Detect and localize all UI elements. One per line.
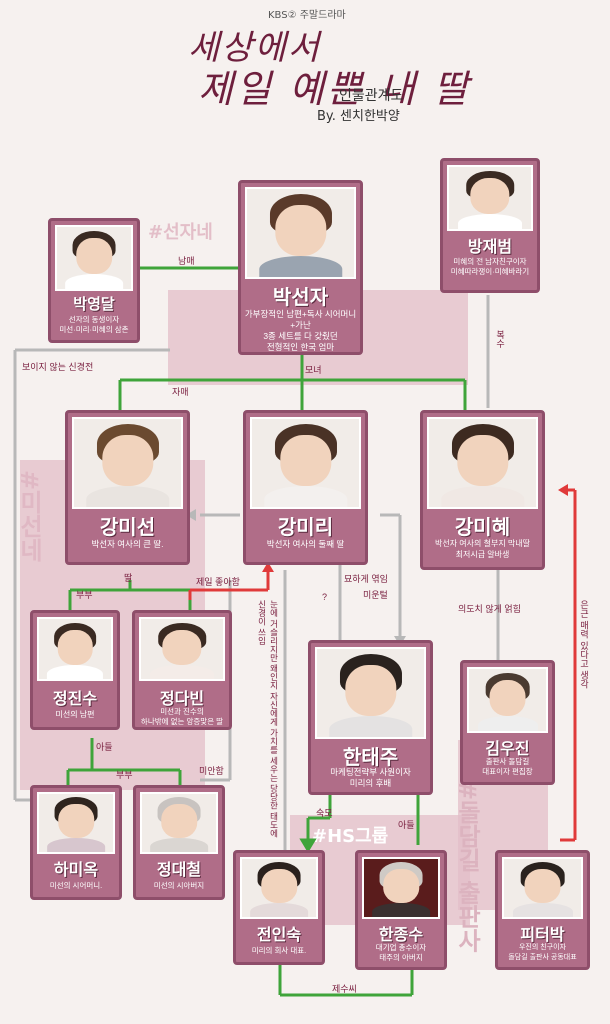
name-peter-park: 피터박: [520, 925, 565, 944]
card-jeong-dabin[interactable]: 정다빈 미선과 진수의 하나밖에 없는 앙증맞은 딸: [132, 610, 232, 730]
group-tag-hs: #HS그룹: [312, 826, 389, 847]
photo-jeong-dabin: [139, 617, 225, 681]
group-tag-seonja: #선자네: [148, 222, 213, 243]
photo-ha-mirok: [37, 792, 115, 854]
arrow-likes-uncle: [262, 562, 274, 572]
subtitle: 인물관계도: [339, 88, 404, 104]
label-mother-daughters: 모녀: [305, 365, 322, 375]
photo-jeong-daecheol: [140, 792, 218, 854]
label-likes-uncle: 제일 좋아함: [196, 577, 240, 587]
photo-park-yeongdal: [55, 225, 133, 291]
desc-kang-mihye: 박선자 여사의 철부지 막내딸 최저시급 알바생: [435, 539, 530, 559]
photo-kim-ujin: [467, 667, 548, 733]
card-ha-mirok[interactable]: 하미옥 미선의 시어머니.: [30, 785, 122, 900]
label-thinks-charm: 은근 매력 있다고 생각: [579, 600, 589, 689]
label-dislike: 미운털: [363, 590, 388, 600]
photo-park-seonja: [245, 187, 356, 279]
label-strangely: 묘하게 엮임: [344, 574, 388, 584]
name-jeong-dabin: 정다빈: [159, 689, 205, 708]
card-jeong-daecheol[interactable]: 정대철 미선의 시아버지: [133, 785, 225, 900]
label-question: ?: [322, 592, 328, 602]
name-kang-mihye: 강미혜: [454, 515, 511, 539]
desc-kang-miri: 박선자 여사의 둘째 딸: [266, 539, 345, 549]
photo-kang-miseon: [72, 417, 183, 509]
photo-kang-mihye: [427, 417, 538, 509]
label-aunt: 숙모: [316, 808, 333, 818]
name-park-seonja: 박선자: [272, 285, 329, 309]
label-siblings: 남매: [178, 256, 195, 266]
group-tag-miseon: #미선네: [15, 470, 43, 563]
label-jesu: 제수씨: [332, 984, 357, 994]
photo-bang-jaebeom: [447, 165, 533, 231]
group-tag-dolldamgil: #돌담길 출판사: [453, 780, 481, 953]
label-son: 아들: [96, 742, 113, 752]
label-son2: 아들: [398, 820, 415, 830]
card-peter-park[interactable]: 피터박 우진의 친구이자 돌담길 출판사 공동대표: [495, 850, 590, 970]
card-park-seonja[interactable]: 박선자 가부장적인 남편+독사 시어머니+가난 3종 세트를 다 갖췄던 전형적…: [238, 180, 363, 355]
label-revenge: 복수: [495, 330, 505, 348]
desc-ha-mirok: 미선의 시어머니.: [49, 881, 103, 890]
card-bang-jaebeom[interactable]: 방재범 미혜의 전 남자친구이자 미혜따라쟁이·미혜바라기: [440, 158, 540, 293]
card-park-yeongdal[interactable]: 박영달 선자의 동생이자 미선·미리·미혜의 삼촌: [48, 218, 140, 343]
card-kang-miri[interactable]: 강미리 박선자 여사의 둘째 딸: [243, 410, 368, 565]
desc-kang-miseon: 박선자 여사의 큰 딸.: [91, 539, 164, 549]
label-unseen: 보이지 않는 신경전: [22, 362, 94, 372]
desc-park-yeongdal: 선자의 동생이자 미선·미리·미혜의 삼촌: [59, 315, 129, 334]
label-couple-miseon: 부부: [76, 590, 93, 600]
name-bang-jaebeom: 방재범: [467, 237, 513, 256]
arrow-aunt: [299, 838, 317, 853]
name-han-jongsu: 한종수: [378, 925, 424, 944]
label-sisters: 자매: [172, 387, 189, 397]
desc-bang-jaebeom: 미혜의 전 남자친구이자 미혜따라쟁이·미혜바라기: [450, 257, 530, 276]
header: KBS② 주말드라마 세상에서 제일 예쁜 내 딸 인물관계도 By. 센치한박…: [0, 0, 610, 130]
name-kang-miseon: 강미선: [99, 515, 156, 539]
card-kim-ujin[interactable]: 김우진 출판사 돌담길 대표이자 편집장: [460, 660, 555, 785]
arrow-thinks-charm: [558, 484, 568, 496]
photo-jeong-jinsu: [37, 617, 113, 681]
name-kim-ujin: 김우진: [485, 739, 530, 758]
label-sees-value: 눈에 거슬리지만 왜인지 자신에게 가치를 세우는 당당한 태도에 신경이 쓰임: [257, 600, 279, 838]
label-unintended: 의도치 않게 얽힘: [458, 604, 521, 614]
desc-han-jongsu: 대기업 총수이자 태주의 아버지: [375, 943, 427, 962]
name-park-yeongdal: 박영달: [73, 295, 115, 313]
label-sorry: 미안함: [199, 766, 224, 776]
name-jeong-daecheol: 정대철: [156, 860, 202, 879]
label-couple-grandparents: 부부: [116, 770, 133, 780]
card-kang-mihye[interactable]: 강미혜 박선자 여사의 철부지 막내딸 최저시급 알바생: [420, 410, 545, 570]
name-han-taeju: 한태주: [342, 745, 399, 769]
desc-jeong-daecheol: 미선의 시아버지: [153, 881, 205, 890]
name-kang-miri: 강미리: [277, 515, 334, 539]
photo-kang-miri: [250, 417, 361, 509]
name-jeong-jinsu: 정진수: [52, 689, 98, 708]
desc-kim-ujin: 출판사 돌담길 대표이자 편집장: [482, 757, 533, 776]
photo-han-taeju: [315, 647, 426, 739]
card-kang-miseon[interactable]: 강미선 박선자 여사의 큰 딸.: [65, 410, 190, 565]
desc-jeong-jinsu: 미선의 남편: [55, 710, 95, 719]
desc-jeong-dabin: 미선과 진수의 하나밖에 없는 앙증맞은 딸: [140, 707, 224, 726]
card-jeon-insuk[interactable]: 전인숙 미리의 회사 대표.: [233, 850, 325, 965]
photo-peter-park: [502, 857, 583, 919]
broadcaster-logo: KBS② 주말드라마: [268, 10, 346, 21]
title-line-2: 제일 예쁜 내 딸: [198, 67, 471, 111]
title-line-1: 세상에서: [188, 28, 322, 68]
label-daughter: 딸: [124, 573, 133, 583]
desc-jeon-insuk: 미리의 회사 대표.: [251, 946, 307, 955]
name-jeon-insuk: 전인숙: [256, 925, 302, 944]
desc-peter-park: 우진의 친구이자 돌담길 출판사 공동대표: [508, 944, 577, 961]
card-han-jongsu[interactable]: 한종수 대기업 총수이자 태주의 아버지: [355, 850, 447, 970]
photo-han-jongsu: [362, 857, 440, 919]
photo-jeon-insuk: [240, 857, 318, 919]
name-ha-mirok: 하미옥: [53, 860, 99, 879]
desc-han-taeju: 마케팅전략부 사원이자 미리의 후배: [330, 767, 411, 788]
byline: By. 센치한박양: [317, 109, 400, 124]
card-jeong-jinsu[interactable]: 정진수 미선의 남편: [30, 610, 120, 730]
desc-park-seonja: 가부장적인 남편+독사 시어머니+가난 3종 세트를 다 갖췄던 전형적인 한국…: [244, 309, 357, 352]
arrow-miri-miseon: [186, 509, 196, 521]
card-han-taeju[interactable]: 한태주 마케팅전략부 사원이자 미리의 후배: [308, 640, 433, 795]
